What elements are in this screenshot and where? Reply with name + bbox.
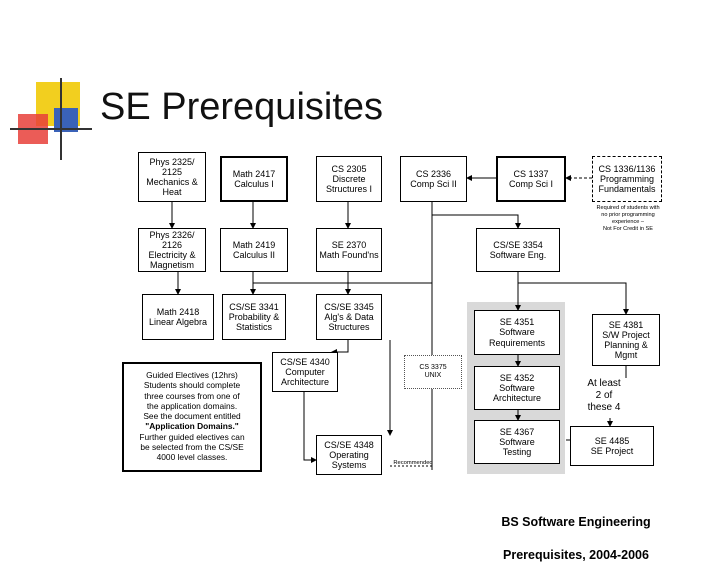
guided-line-9: 4000 level classes. [156, 452, 228, 462]
footer-line-2: Prerequisites, 2004-2006 [503, 547, 649, 562]
course-se4485: SE 4485 SE Project [570, 426, 654, 466]
title-decoration-horizontal-line [10, 128, 92, 130]
guided-line-6: "Application Domains." [145, 421, 239, 432]
note-at-least-two-of-four: At least 2 of these 4 [587, 378, 621, 413]
note-required-no-programming: Required of students with no prior progr… [596, 205, 660, 232]
course-math2417: Math 2417 Calculus I [220, 156, 288, 202]
course-cs2336: CS 2336 Comp Sci II [400, 156, 467, 202]
course-se4381: SE 4381 S/W Project Planning & Mgmt [592, 314, 660, 366]
edge-cs4340-cs4348 [303, 392, 317, 463]
course-cs3341: CS/SE 3341 Probability & Statistics [222, 294, 286, 340]
guided-line-2: Students should complete [143, 380, 241, 391]
course-se4352: SE 4352 Software Architecture [474, 366, 560, 410]
guided-line-8: be selected from the CS/SE [140, 441, 244, 452]
note-recommended: Recommended [393, 460, 433, 466]
guided-line-3: three courses from one of [144, 390, 240, 401]
course-cs2305: CS 2305 Discrete Structures I [316, 156, 382, 202]
course-phys2325: Phys 2325/ 2125 Mechanics & Heat [138, 152, 206, 202]
edge-cs3354-se4381 [540, 282, 629, 315]
course-phys2326: Phys 2326/ 2126 Electricity & Magnetism [138, 228, 206, 272]
course-math2419: Math 2419 Calculus II [220, 228, 288, 272]
guided-line-5: See the document entitled [143, 411, 241, 421]
footer-title: BS Software Engineering Prerequisites, 2… [476, 498, 676, 579]
edge-cs3345-cs4340 [331, 340, 349, 355]
course-se4351: SE 4351 Software Requirements [474, 310, 560, 355]
course-cs4348: CS/SE 4348 Operating Systems [316, 435, 382, 475]
prerequisite-connectors [169, 175, 629, 470]
edge-cs2336-cs3354 [431, 202, 521, 229]
slide-title: SE Prerequisites [100, 86, 384, 128]
title-decoration-vertical-line [60, 78, 62, 160]
course-cs3375: CS 3375 UNIX [404, 355, 462, 389]
course-math2418: Math 2418 Linear Algebra [142, 294, 214, 340]
course-cs1336: CS 1336/1136 Programming Fundamentals [592, 156, 662, 202]
course-cs4340: CS/SE 4340 Computer Architecture [272, 352, 338, 392]
course-cs3345: CS/SE 3345 Alg's & Data Structures [316, 294, 382, 340]
guided-electives-box: Guided Electives (12hrs) Students should… [122, 362, 262, 472]
guided-line-1: Guided Electives (12hrs) [146, 370, 238, 380]
course-se4367: SE 4367 Software Testing [474, 420, 560, 464]
course-se2370: SE 2370 Math Found'ns [316, 228, 382, 272]
guided-line-7: Further guided electives can [139, 431, 245, 442]
course-cs1337: CS 1337 Comp Sci I [496, 156, 566, 202]
guided-line-4: the application domains. [146, 400, 238, 411]
footer-line-1: BS Software Engineering [501, 515, 651, 530]
course-cs3354: CS/SE 3354 Software Eng. [476, 228, 560, 272]
